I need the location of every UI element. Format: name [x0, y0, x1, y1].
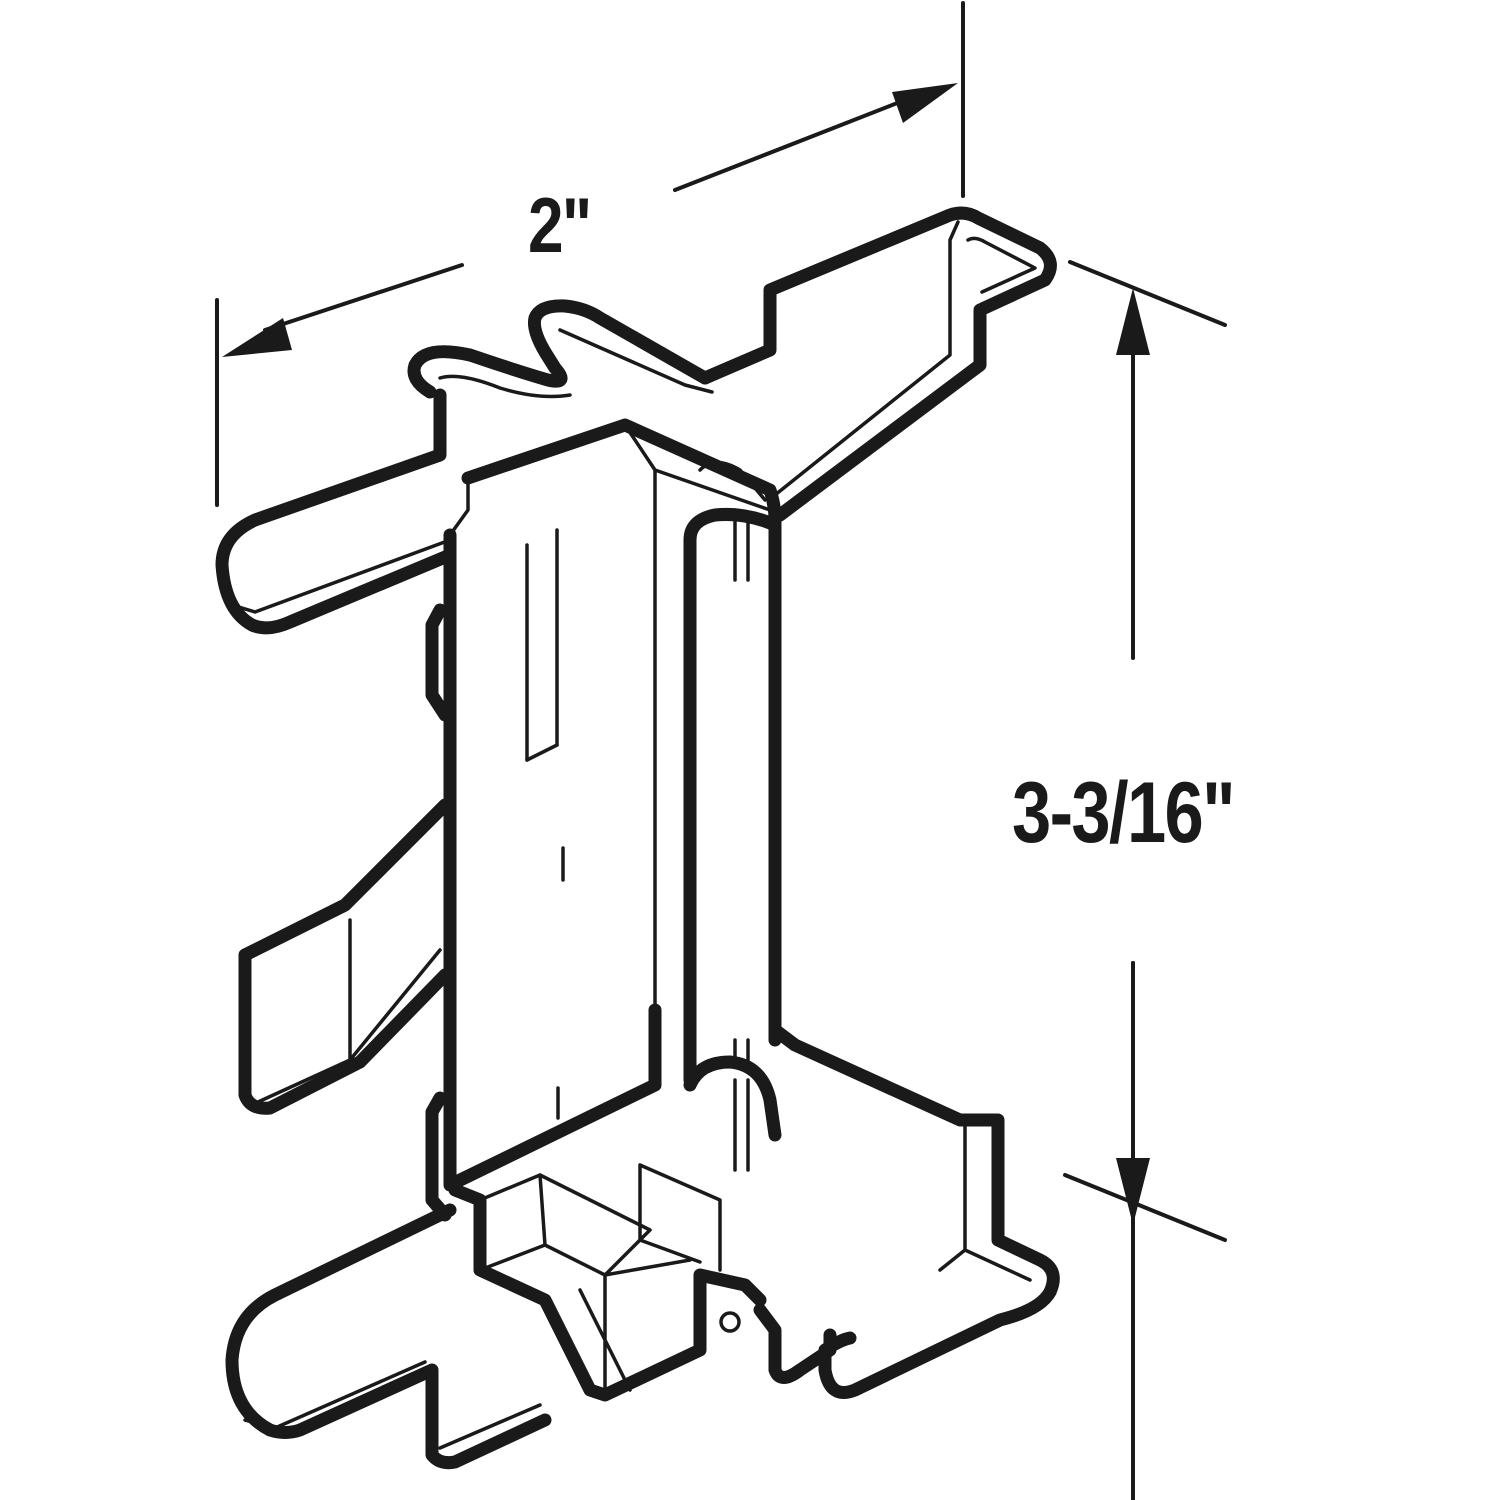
lower-right-plate-fold: [938, 1120, 1032, 1282]
latch-block-detail: [478, 1163, 722, 1392]
upper-left-arm: [215, 388, 457, 635]
width-arrow-left-icon: [222, 318, 292, 357]
lower-right-plate: [768, 1023, 1060, 1399]
width-dimension-label: 2": [528, 181, 592, 269]
slide-cylinder-highlight: [733, 508, 750, 1062]
width-dimension-line-left: [263, 263, 464, 332]
slide-cylinder: [683, 508, 782, 1087]
height-extension-line-top: [1068, 260, 1227, 327]
top-back-plate-inner-fold: [773, 220, 960, 497]
left-side-clip-upper: [425, 603, 452, 722]
height-extension-line-bottom: [1063, 1173, 1227, 1242]
height-dimension-label: 3-3/16": [1012, 765, 1236, 861]
height-arrow-bottom-icon: [1116, 1158, 1150, 1225]
pivot-hole-icon: [719, 1311, 741, 1333]
top-hook-curl: [407, 299, 712, 399]
width-arrow-right-icon: [892, 83, 958, 123]
width-dimension-line-right: [673, 98, 907, 192]
middle-left-tab-fold: [256, 918, 442, 1104]
middle-left-tab: [238, 798, 452, 1115]
slide-cylinder-bottom: [683, 1055, 782, 1142]
top-back-plate-inner-edge: [966, 236, 1037, 294]
height-arrow-top-icon: [1116, 288, 1150, 355]
slide-cylinder-top: [698, 460, 767, 502]
top-hook-inner: [438, 328, 714, 399]
top-back-plate: [698, 206, 1057, 522]
bottom-hook: [753, 1303, 837, 1384]
upper-left-arm-inner: [230, 538, 452, 614]
width-dimension: [215, 1, 965, 507]
lower-left-arm-inner: [243, 1360, 542, 1450]
slide-cylinder-groove: [733, 1078, 750, 1172]
left-side-clip-lower: [425, 1091, 452, 1222]
latch-block: [448, 1183, 767, 1402]
housing-front-face: [443, 528, 662, 1192]
housing-slot-3: [525, 743, 559, 762]
housing-top-edge: [448, 423, 772, 1012]
height-dimension: [1063, 260, 1227, 1500]
lower-left-arm: [225, 1203, 552, 1470]
latch-bracket: [215, 206, 1060, 1470]
